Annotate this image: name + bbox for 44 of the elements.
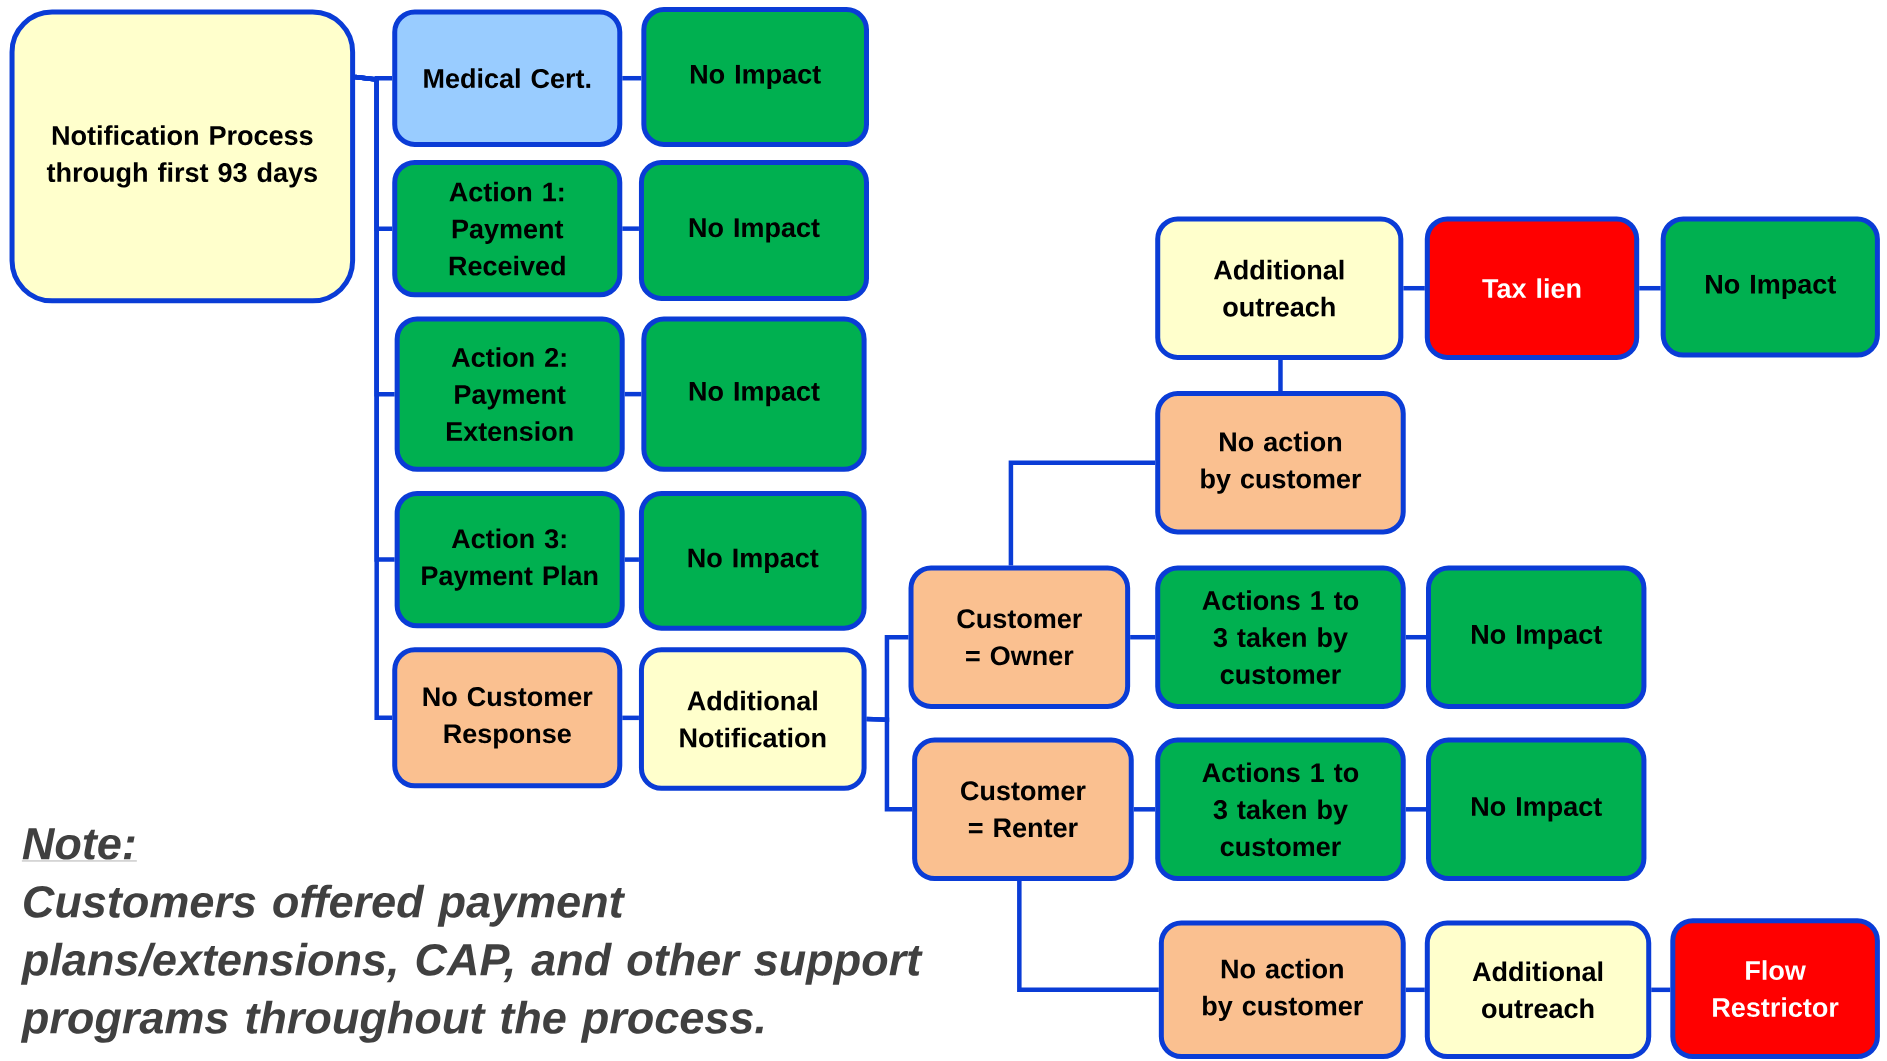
connector <box>1403 285 1425 291</box>
process-box: Additional Notification <box>638 647 867 791</box>
process-box: No Impact <box>641 316 867 472</box>
connector <box>622 226 639 231</box>
connector <box>624 557 639 562</box>
process-box: Additional outreach <box>1424 920 1652 1059</box>
connector <box>1133 806 1156 812</box>
connector <box>1278 359 1283 391</box>
process-box: Actions 1 to 3 taken by customer <box>1155 737 1406 881</box>
process-box: No Impact <box>638 159 869 301</box>
process-box: Medical Cert. <box>392 9 623 147</box>
process-box: No Impact <box>641 6 869 147</box>
connector <box>1405 634 1426 640</box>
process-box: Customer = Owner <box>908 565 1131 709</box>
note-heading: Note: <box>21 827 138 861</box>
connector <box>622 715 639 720</box>
process-box: Action 2: Payment Extension <box>394 316 625 472</box>
process-box: No Impact <box>638 490 867 631</box>
connector <box>866 716 913 812</box>
note-text: Customers offered payment plans/extensions, CAP, and other support programs throughout the process. <box>20 884 923 1043</box>
process-box: No Impact <box>1660 216 1880 358</box>
process-box: No Impact <box>1426 565 1647 709</box>
connector <box>1008 460 1156 566</box>
connector <box>624 391 642 397</box>
connector <box>1639 285 1661 291</box>
process-box: Action 3: Payment Plan <box>394 490 625 629</box>
connector <box>622 75 642 81</box>
process-box: Customer = Renter <box>912 737 1134 881</box>
connector <box>1017 880 1159 992</box>
process-box: Additional outreach <box>1155 216 1404 360</box>
process-box: No action by customer <box>1155 390 1406 535</box>
process-box: Action 1: Payment Received <box>392 159 623 298</box>
connector <box>354 74 393 720</box>
connector <box>1405 806 1426 812</box>
process-box: No action by customer <box>1158 920 1406 1059</box>
process-box: No Customer Response <box>392 647 623 789</box>
connector <box>1130 634 1156 640</box>
connector <box>1651 987 1671 992</box>
process-box: Actions 1 to 3 taken by customer <box>1155 565 1406 709</box>
process-box: Tax lien <box>1424 216 1640 360</box>
connector <box>1405 987 1425 992</box>
process-box: Flow Restrictor <box>1670 917 1880 1059</box>
process-box: No Impact <box>1426 737 1647 881</box>
process-box: Notification Process through first 93 days <box>9 9 356 304</box>
